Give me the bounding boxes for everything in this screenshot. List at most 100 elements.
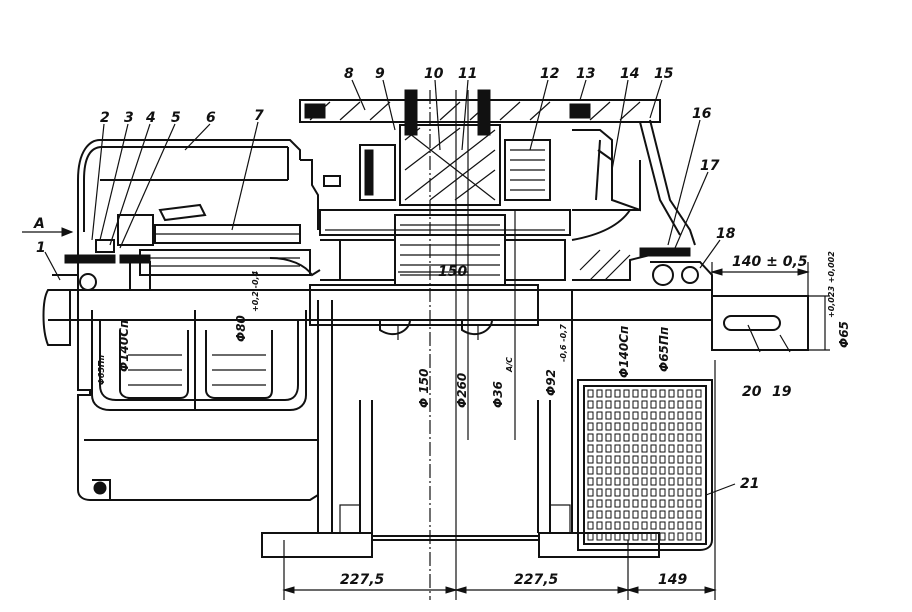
- callout-13: 13: [576, 66, 595, 82]
- grille-slot: [695, 499, 702, 508]
- grille-slot: [632, 466, 639, 475]
- grille-slot: [614, 389, 621, 398]
- grille-slot: [659, 488, 666, 497]
- grille-slot: [632, 477, 639, 486]
- grille-slot: [641, 422, 648, 431]
- dia-36: Φ36: [491, 381, 505, 408]
- grille-slot: [623, 499, 630, 508]
- callouts: 1 2 3 4 5 6 7 8 9 10 11 12 13 14 15 16 1…: [33, 66, 792, 492]
- grille-slot: [650, 477, 657, 486]
- grille-slot: [668, 411, 675, 420]
- grille-slot: [677, 521, 684, 530]
- grille-slot: [587, 466, 594, 475]
- grille-slot: [659, 433, 666, 442]
- center-lines: [283, 90, 809, 600]
- callout-21: 21: [740, 476, 759, 492]
- grille-slot: [596, 422, 603, 431]
- grille-slot: [668, 400, 675, 409]
- grille-slot: [659, 455, 666, 464]
- grille-slot: [686, 444, 693, 453]
- grille-slot: [650, 488, 657, 497]
- callout-15: 15: [654, 66, 674, 82]
- grille-slot: [695, 400, 702, 409]
- dimension-lines: [22, 227, 830, 594]
- grille-slot: [686, 455, 693, 464]
- grille-slot: [668, 433, 675, 442]
- grille-slot: [623, 488, 630, 497]
- grille-slot: [641, 444, 648, 453]
- grille-slot: [659, 521, 666, 530]
- dim-bottom-mid: 227,5: [514, 572, 559, 588]
- grille-slot: [596, 455, 603, 464]
- callout-18: 18: [716, 226, 736, 242]
- grille-slot: [596, 499, 603, 508]
- grille-slot: [605, 455, 612, 464]
- grille-slot: [623, 510, 630, 519]
- callout-11: 11: [458, 66, 477, 82]
- grille-slot: [695, 466, 702, 475]
- grille-slot: [587, 455, 594, 464]
- callout-5: 5: [171, 110, 181, 126]
- grille-slot: [623, 521, 630, 530]
- grille-slot: [650, 411, 657, 420]
- grille-slot: [695, 433, 702, 442]
- callout-16: 16: [692, 106, 712, 122]
- grille-slot: [623, 466, 630, 475]
- grille-slot: [596, 433, 603, 442]
- grille-slot: [587, 411, 594, 420]
- dia-150: Φ 150: [417, 369, 431, 408]
- grille-slot: [596, 400, 603, 409]
- grille-slot: [632, 411, 639, 420]
- grille-slot: [677, 455, 684, 464]
- grille-slot: [668, 422, 675, 431]
- grille-slot: [677, 433, 684, 442]
- grille-slot: [677, 411, 684, 420]
- grille-slot: [650, 389, 657, 398]
- grille-slot: [686, 499, 693, 508]
- callout-8: 8: [344, 66, 354, 82]
- grille-slot: [686, 521, 693, 530]
- view-label-a: A: [33, 216, 45, 232]
- grille-slot: [686, 466, 693, 475]
- commutator-assembly: [95, 203, 321, 291]
- grille-slot: [695, 422, 702, 431]
- grille-slot: [668, 532, 675, 541]
- dim-inner-150: 150: [438, 264, 467, 280]
- grille-slot: [587, 400, 594, 409]
- grille-slot: [650, 466, 657, 475]
- grille-slot: [605, 521, 612, 530]
- grille-slot: [587, 521, 594, 530]
- callout-17: 17: [700, 158, 720, 174]
- grille-slot: [677, 400, 684, 409]
- grille-slot: [677, 389, 684, 398]
- grille-slot: [686, 532, 693, 541]
- grille-slot: [632, 422, 639, 431]
- grille-slot: [614, 477, 621, 486]
- grille-slot: [650, 510, 657, 519]
- grille-slot: [686, 411, 693, 420]
- grille-slot: [677, 444, 684, 453]
- grille-slot: [686, 400, 693, 409]
- dia-36-tol: A/C: [505, 357, 514, 373]
- dim-bottom-right: 149: [658, 572, 687, 588]
- grille-slot: [596, 477, 603, 486]
- grille-slot: [695, 521, 702, 530]
- grille-slot: [623, 444, 630, 453]
- grille-slot: [650, 400, 657, 409]
- grille-slot: [587, 510, 594, 519]
- grille-slot: [623, 433, 630, 442]
- grille-slot: [695, 488, 702, 497]
- dia-140-left: Φ140Cп: [117, 320, 131, 372]
- callout-10: 10: [424, 66, 444, 82]
- grille-slot: [668, 466, 675, 475]
- callout-12: 12: [540, 66, 559, 82]
- grille-slot: [677, 466, 684, 475]
- grille-slot: [695, 455, 702, 464]
- grille-slot: [605, 510, 612, 519]
- callout-7: 7: [254, 108, 264, 124]
- leader-lines: [44, 79, 791, 496]
- grille-slot: [659, 499, 666, 508]
- grille-slot: [632, 488, 639, 497]
- grille-slot: [623, 477, 630, 486]
- grille-slot: [596, 488, 603, 497]
